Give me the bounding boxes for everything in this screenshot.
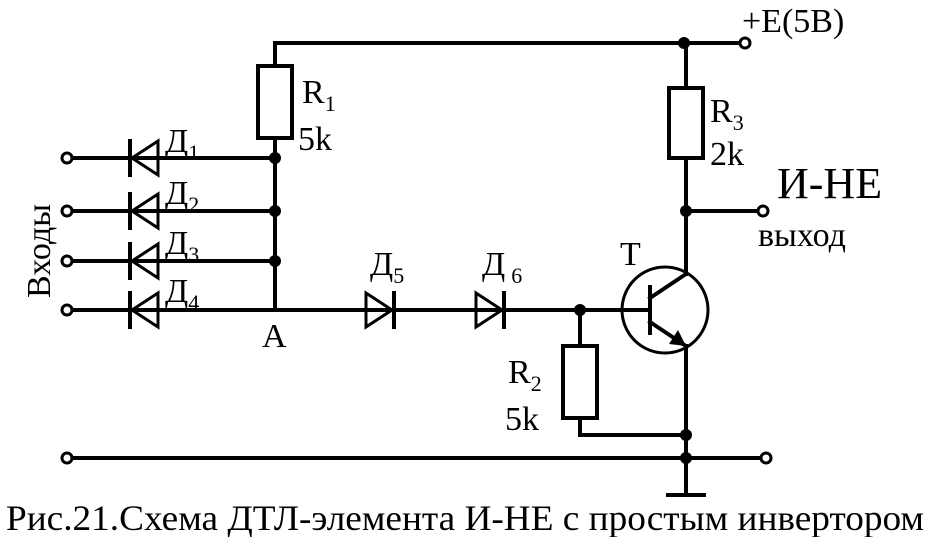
input-line-3 — [60, 241, 281, 281]
output-terminal[interactable] — [756, 204, 770, 218]
d3-label: Д3 — [165, 225, 199, 267]
input-terminal-2[interactable] — [60, 204, 74, 218]
input-line-1 — [60, 138, 281, 178]
figure-caption: Рис.21.Схема ДТЛ-элемента И-НЕ с простым… — [6, 498, 924, 537]
diode-d6 — [474, 290, 505, 330]
node-a-label: А — [262, 318, 287, 355]
series-line — [273, 290, 640, 330]
r1-value: 5k — [298, 121, 332, 158]
diode-d1 — [129, 138, 160, 178]
resistor-r1 — [256, 41, 294, 312]
d1-label: Д1 — [165, 123, 199, 165]
d5-label: Д5 — [370, 246, 404, 288]
diode-d5 — [364, 290, 395, 330]
r1-name: R1 — [302, 74, 336, 116]
diode-d2 — [129, 191, 160, 231]
d2-label: Д2 — [165, 175, 199, 217]
diode-d3 — [129, 241, 160, 281]
inputs-label: Входы — [21, 204, 58, 298]
r2-name: R2 — [508, 354, 542, 396]
output-label: выход — [758, 217, 846, 254]
input-terminal-1[interactable] — [60, 151, 74, 165]
supply-terminal[interactable] — [738, 36, 752, 50]
transistor-label: Т — [620, 236, 641, 273]
input-line-2 — [60, 191, 281, 231]
r3-value: 2k — [710, 136, 744, 173]
ground-terminal-left[interactable] — [60, 451, 74, 465]
input-terminal-3[interactable] — [60, 254, 74, 268]
supply-rail — [273, 36, 752, 50]
ground-rail — [60, 344, 773, 497]
d4-label: Д4 — [165, 273, 199, 315]
ground-terminal-right[interactable] — [759, 451, 773, 465]
r3-name: R3 — [710, 93, 744, 135]
output-function-label: И-НЕ — [777, 159, 882, 208]
transistor — [620, 265, 710, 355]
input-terminal-4[interactable] — [60, 303, 74, 317]
input-line-4 — [60, 290, 277, 330]
diode-d4 — [129, 290, 160, 330]
resistor-r2 — [561, 308, 692, 441]
supply-label: +E(5В) — [742, 3, 844, 40]
r2-value: 5k — [505, 401, 539, 438]
collector-branch — [667, 41, 770, 276]
